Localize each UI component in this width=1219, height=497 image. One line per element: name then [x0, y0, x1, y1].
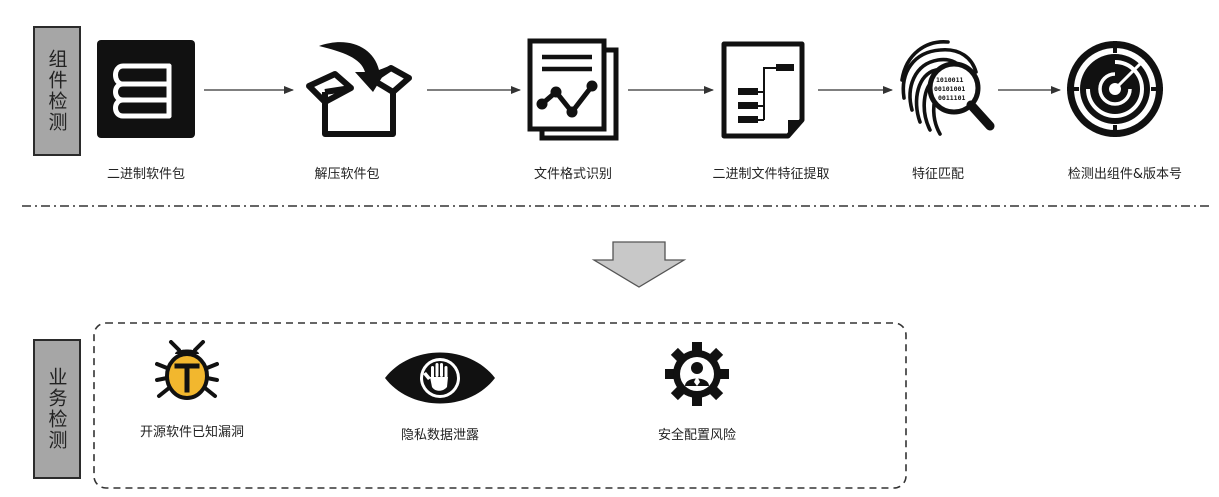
document-chart-icon — [526, 38, 622, 142]
risk-label-privacy-leak: 隐私数据泄露 — [400, 428, 479, 443]
svg-text:00101001: 00101001 — [934, 85, 965, 93]
gear-user-icon — [665, 342, 729, 406]
target-icon — [1064, 38, 1166, 140]
svg-text:0011101: 0011101 — [938, 94, 965, 102]
step-label-feature-matching: 特征匹配 — [911, 167, 964, 182]
bug-icon — [155, 340, 219, 402]
step-label-component-version: 检测出组件&版本号 — [1067, 167, 1183, 182]
feature-document-icon — [720, 40, 812, 140]
risk-label-known-vulnerabilities: 开源软件已知漏洞 — [140, 425, 245, 440]
down-flow-arrow — [591, 241, 687, 288]
step-label-format-recognition: 文件格式识别 — [533, 167, 612, 182]
business-risk-box — [93, 322, 907, 489]
svg-text:1010011: 1010011 — [936, 76, 963, 84]
component-detection-tag: 组件检测 — [33, 26, 81, 156]
eye-hand-icon — [383, 350, 497, 404]
component-detection-label: 组件检测 — [45, 49, 68, 133]
step-label-binary-package: 二进制软件包 — [106, 167, 185, 182]
step-label-unpack: 解压软件包 — [314, 167, 380, 182]
fingerprint-search-icon: 1010011 00101001 0011101 — [896, 36, 996, 140]
books-icon — [97, 40, 195, 138]
risk-label-security-config: 安全配置风险 — [657, 428, 736, 443]
step-label-feature-extraction: 二进制文件特征提取 — [712, 167, 830, 182]
business-detection-label: 业务检测 — [45, 367, 68, 451]
unpack-box-icon — [303, 36, 419, 140]
business-detection-tag: 业务检测 — [33, 339, 81, 479]
